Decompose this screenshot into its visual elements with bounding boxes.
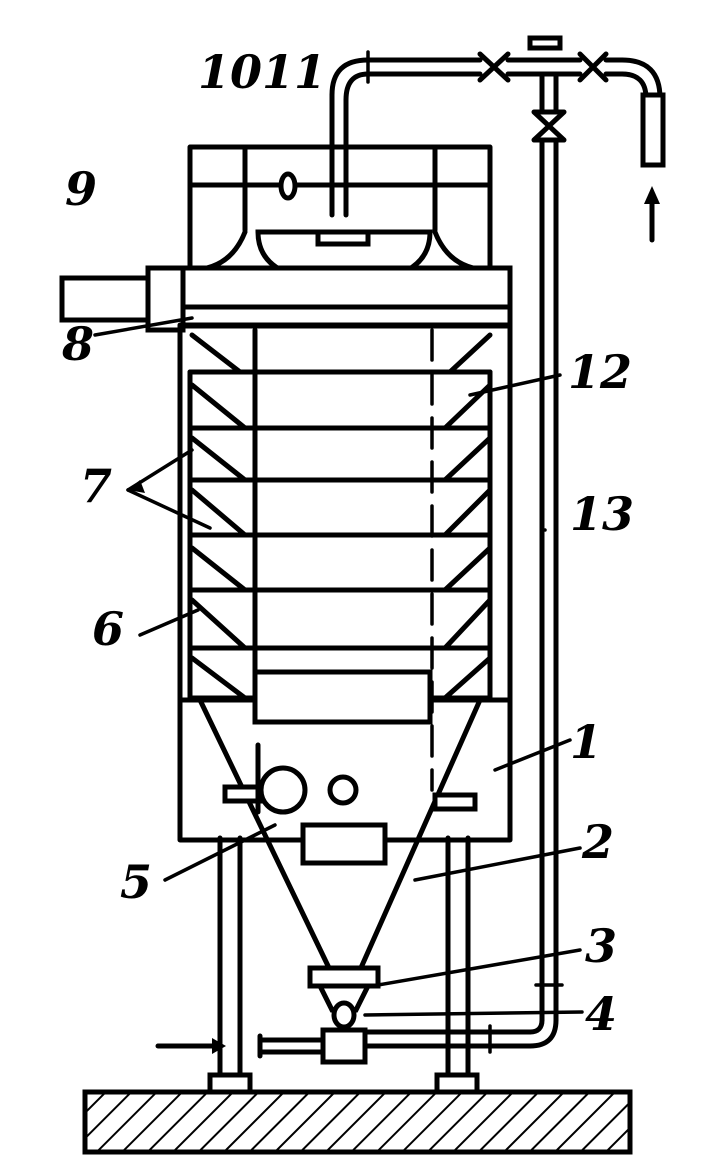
outlet-valve <box>307 965 381 1065</box>
label-13: 13 <box>570 487 634 541</box>
riser-pipe <box>534 139 564 1023</box>
label-9: 9 <box>65 162 97 216</box>
label-8: 8 <box>61 317 94 371</box>
label-3: 3 <box>585 919 617 973</box>
roller-large <box>258 765 308 815</box>
right-blades <box>442 332 493 703</box>
label-7: 7 <box>80 459 112 513</box>
ground-foundation <box>82 1089 633 1155</box>
label-4: 4 <box>585 987 617 1041</box>
label-6: 6 <box>92 602 124 656</box>
label-10: 10 <box>198 45 262 99</box>
inlet-pipe <box>59 265 186 333</box>
sight-glass <box>278 171 298 201</box>
label-11: 11 <box>262 45 326 99</box>
label-5: 5 <box>120 855 152 909</box>
flange-band <box>177 265 513 329</box>
leader-lines <box>93 316 584 1017</box>
discharge-pipe <box>257 1017 559 1059</box>
label-12: 12 <box>568 345 632 399</box>
support-legs <box>207 835 480 1095</box>
roller-small <box>327 774 359 806</box>
left-blades <box>187 332 248 703</box>
top-pipe <box>329 35 666 218</box>
label-1: 1 <box>570 715 602 769</box>
label-2: 2 <box>581 815 614 869</box>
